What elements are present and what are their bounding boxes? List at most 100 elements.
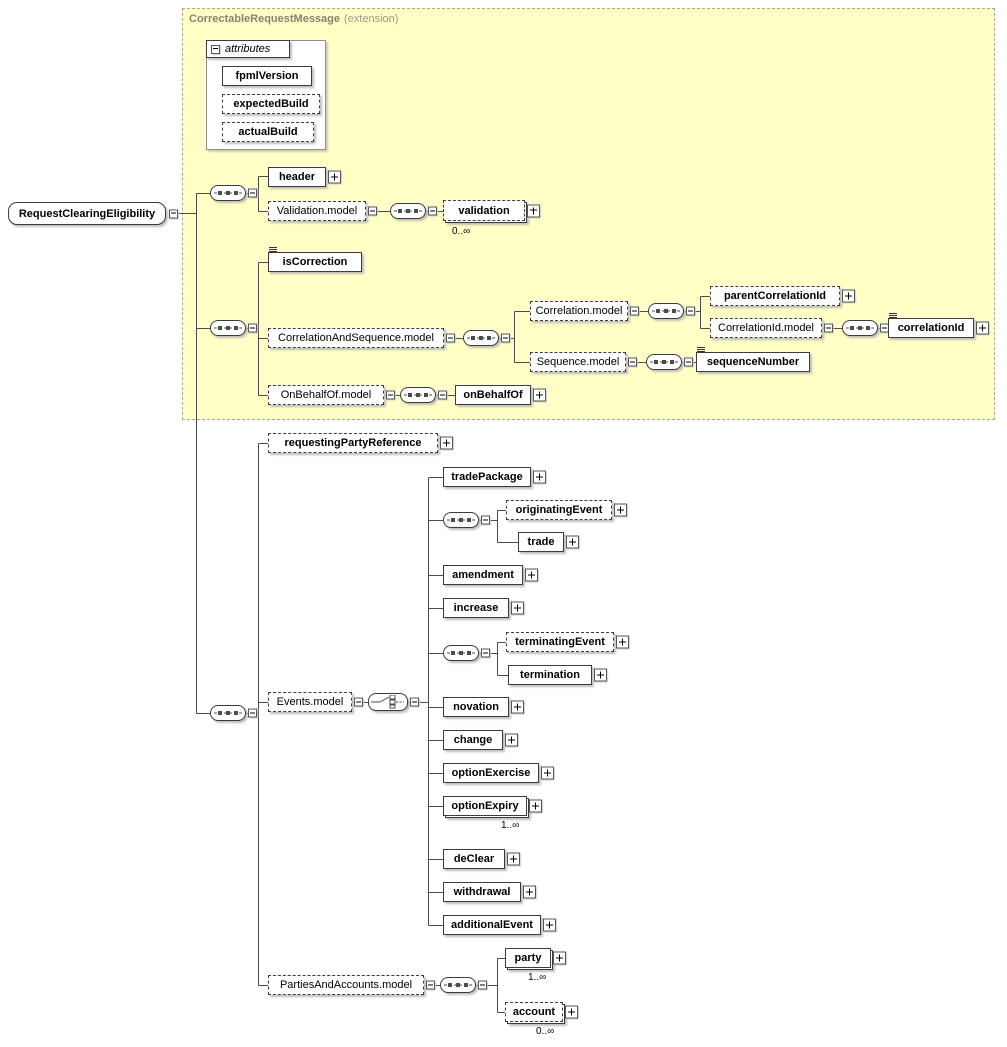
expand-plus-icon[interactable]: [511, 601, 524, 615]
expand-plus-icon[interactable]: [553, 951, 566, 965]
element-header[interactable]: header: [268, 167, 341, 187]
collapse-minus-icon[interactable]: [410, 697, 419, 707]
expand-plus-icon[interactable]: [523, 885, 536, 899]
collapse-minus-icon[interactable]: [354, 697, 363, 707]
expand-plus-icon[interactable]: [505, 733, 518, 747]
expand-plus-icon[interactable]: [533, 470, 546, 484]
element-parentcorrelationid[interactable]: parentCorrelationId: [710, 286, 855, 306]
element-trade[interactable]: trade: [518, 532, 579, 552]
simple-content-icon: [269, 247, 277, 252]
attributes-header-label: attributes: [225, 43, 271, 55]
collapse-minus-icon[interactable]: [438, 390, 447, 400]
element-sequencenumber[interactable]: sequenceNumber: [696, 347, 810, 372]
expand-plus-icon[interactable]: [511, 700, 524, 714]
collapse-minus-icon[interactable]: [684, 357, 693, 367]
expand-plus-icon[interactable]: [507, 852, 520, 866]
attribute-actualbuild[interactable]: actualBuild: [222, 122, 314, 142]
group-correlationandsequence-model[interactable]: CorrelationAndSequence.model: [268, 328, 455, 348]
group-onbehalfof-model[interactable]: OnBehalfOf.model: [268, 385, 395, 405]
expand-plus-icon[interactable]: [976, 321, 989, 335]
element-iscorrection[interactable]: isCorrection: [268, 247, 362, 272]
group-label: Validation.model: [276, 205, 358, 217]
collapse-minus-icon[interactable]: [824, 323, 833, 333]
expand-plus-icon[interactable]: [566, 535, 579, 549]
collapse-minus-icon[interactable]: [169, 209, 178, 218]
group-correlationid-model[interactable]: CorrelationId.model: [710, 318, 833, 338]
attribute-fpmlversion[interactable]: fpmlVersion: [222, 66, 312, 86]
group-events-model[interactable]: Events.model: [268, 692, 363, 712]
sequence-compositor-icon[interactable]: [443, 645, 490, 661]
collapse-minus-icon[interactable]: [428, 206, 437, 216]
collapse-minus-icon[interactable]: [481, 648, 490, 658]
expand-plus-icon[interactable]: [527, 204, 540, 217]
collapse-minus-icon[interactable]: [248, 323, 257, 333]
element-onbehalfof[interactable]: onBehalfOf: [455, 385, 546, 405]
root-element[interactable]: RequestClearingEligibility: [8, 202, 178, 225]
sequence-compositor-icon[interactable]: [440, 977, 487, 993]
element-account[interactable]: account: [505, 1002, 578, 1022]
expand-plus-icon[interactable]: [525, 568, 538, 582]
expand-plus-icon[interactable]: [565, 1005, 578, 1019]
element-optionexercise[interactable]: optionExercise: [443, 763, 554, 783]
group-validation-model[interactable]: Validation.model: [268, 201, 377, 221]
sequence-compositor-icon[interactable]: [210, 185, 257, 201]
element-correlationid[interactable]: correlationId: [888, 313, 989, 338]
sequence-compositor-icon[interactable]: [210, 320, 257, 336]
sequence-compositor-icon[interactable]: [390, 203, 437, 219]
element-increase[interactable]: increase: [443, 598, 524, 618]
element-originatingevent[interactable]: originatingEvent: [506, 500, 627, 520]
expand-plus-icon[interactable]: [533, 388, 546, 402]
expand-plus-icon[interactable]: [440, 436, 453, 450]
collapse-minus-icon[interactable]: [426, 980, 435, 990]
expand-plus-icon[interactable]: [529, 799, 542, 813]
element-tradepackage[interactable]: tradePackage: [443, 467, 546, 487]
element-label: termination: [520, 669, 580, 681]
collapse-minus-icon[interactable]: [478, 980, 487, 990]
collapse-minus-icon[interactable]: [446, 333, 455, 343]
attributes-header[interactable]: attributes: [206, 40, 290, 58]
expand-plus-icon[interactable]: [594, 668, 607, 682]
element-requestingpartyreference[interactable]: requestingPartyReference: [268, 433, 453, 453]
sequence-compositor-icon[interactable]: [842, 320, 889, 336]
element-party[interactable]: party: [505, 948, 566, 968]
sequence-compositor-icon[interactable]: [646, 354, 693, 370]
expand-plus-icon[interactable]: [328, 170, 341, 184]
choice-compositor-icon[interactable]: [368, 693, 419, 711]
sequence-compositor-icon[interactable]: [400, 387, 447, 403]
element-terminatingevent[interactable]: terminatingEvent: [506, 632, 629, 652]
expand-plus-icon[interactable]: [616, 635, 629, 649]
sequence-compositor-icon[interactable]: [463, 330, 510, 346]
element-optionexpiry[interactable]: optionExpiry: [443, 796, 542, 816]
collapse-minus-icon[interactable]: [386, 390, 395, 400]
collapse-minus-icon[interactable]: [368, 206, 377, 216]
group-sequence-model[interactable]: Sequence.model: [530, 352, 637, 372]
expand-plus-icon[interactable]: [614, 503, 627, 517]
attribute-expectedbuild[interactable]: expectedBuild: [222, 94, 320, 114]
element-label: party: [514, 952, 542, 964]
collapse-minus-icon[interactable]: [630, 306, 639, 316]
element-additionalevent[interactable]: additionalEvent: [443, 915, 556, 935]
collapse-minus-icon[interactable]: [211, 44, 220, 54]
collapse-minus-icon[interactable]: [481, 515, 490, 525]
collapse-minus-icon[interactable]: [248, 188, 257, 198]
group-partiesandaccounts-model[interactable]: PartiesAndAccounts.model: [268, 975, 435, 995]
expand-plus-icon[interactable]: [543, 918, 556, 932]
group-correlation-model[interactable]: Correlation.model: [530, 301, 639, 321]
element-change[interactable]: change: [443, 730, 518, 750]
collapse-minus-icon[interactable]: [501, 333, 510, 343]
sequence-compositor-icon[interactable]: [210, 705, 257, 721]
sequence-compositor-icon[interactable]: [443, 512, 490, 528]
collapse-minus-icon[interactable]: [686, 306, 695, 316]
collapse-minus-icon[interactable]: [628, 357, 637, 367]
expand-plus-icon[interactable]: [842, 289, 855, 303]
element-label: correlationId: [897, 322, 965, 334]
element-validation[interactable]: validation: [443, 200, 540, 221]
element-novation[interactable]: novation: [443, 697, 524, 717]
element-withdrawal[interactable]: withdrawal: [443, 882, 536, 902]
collapse-minus-icon[interactable]: [248, 708, 257, 718]
expand-plus-icon[interactable]: [541, 766, 554, 780]
element-termination[interactable]: termination: [508, 665, 607, 685]
element-amendment[interactable]: amendment: [443, 565, 538, 585]
sequence-compositor-icon[interactable]: [648, 303, 695, 319]
element-declear[interactable]: deClear: [443, 849, 520, 869]
